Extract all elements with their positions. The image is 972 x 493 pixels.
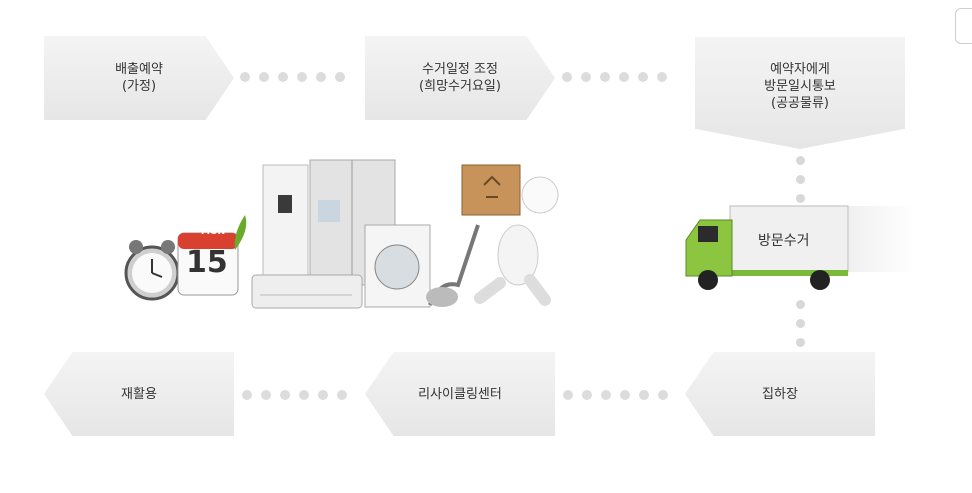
step-collection: 집하장: [685, 352, 875, 436]
step-reservation-label: 배출예약 (가정): [115, 62, 163, 94]
carrier-figure: [474, 176, 559, 306]
truck-illustration: [685, 205, 915, 290]
step-reservation: 배출예약 (가정): [44, 36, 234, 120]
connector-dots: [242, 390, 347, 400]
calendar-day: 15: [186, 245, 228, 280]
step-reuse: 재활용: [44, 352, 234, 436]
calendar-month: MON: [201, 227, 226, 237]
connector-dots: [796, 156, 805, 203]
step-collection-label: 집하장: [762, 386, 798, 402]
step-recycling-center: 리사이클링센터: [365, 352, 555, 436]
step-schedule-label: 수거일정 조정 (희망수거요일): [419, 62, 501, 94]
aircon-tower: [262, 164, 309, 281]
step-notify-label: 예약자에게 방문일시통보 (공공물류): [764, 61, 836, 111]
leaf-icon: [234, 215, 247, 250]
step-schedule: 수거일정 조정 (희망수거요일): [365, 36, 555, 120]
truck-label: 방문수거: [758, 233, 810, 249]
connector-dots: [240, 72, 345, 82]
calendar-icon: [177, 232, 239, 296]
appliances-illustration: [124, 159, 559, 309]
connector-dots: [563, 390, 668, 400]
step-notify: 예약자에게 방문일시통보 (공공물류): [695, 37, 905, 149]
step-recycling-center-label: 리사이클링센터: [418, 386, 502, 402]
step-reuse-label: 재활용: [121, 386, 157, 402]
wall-aircon: [251, 274, 363, 309]
recycle-box: [461, 164, 521, 216]
alarm-clock-icon: [124, 240, 180, 301]
truck-cab: [685, 219, 733, 277]
connector-dots: [796, 300, 805, 347]
connector-dots: [562, 72, 667, 82]
corner-frame: [955, 8, 972, 44]
